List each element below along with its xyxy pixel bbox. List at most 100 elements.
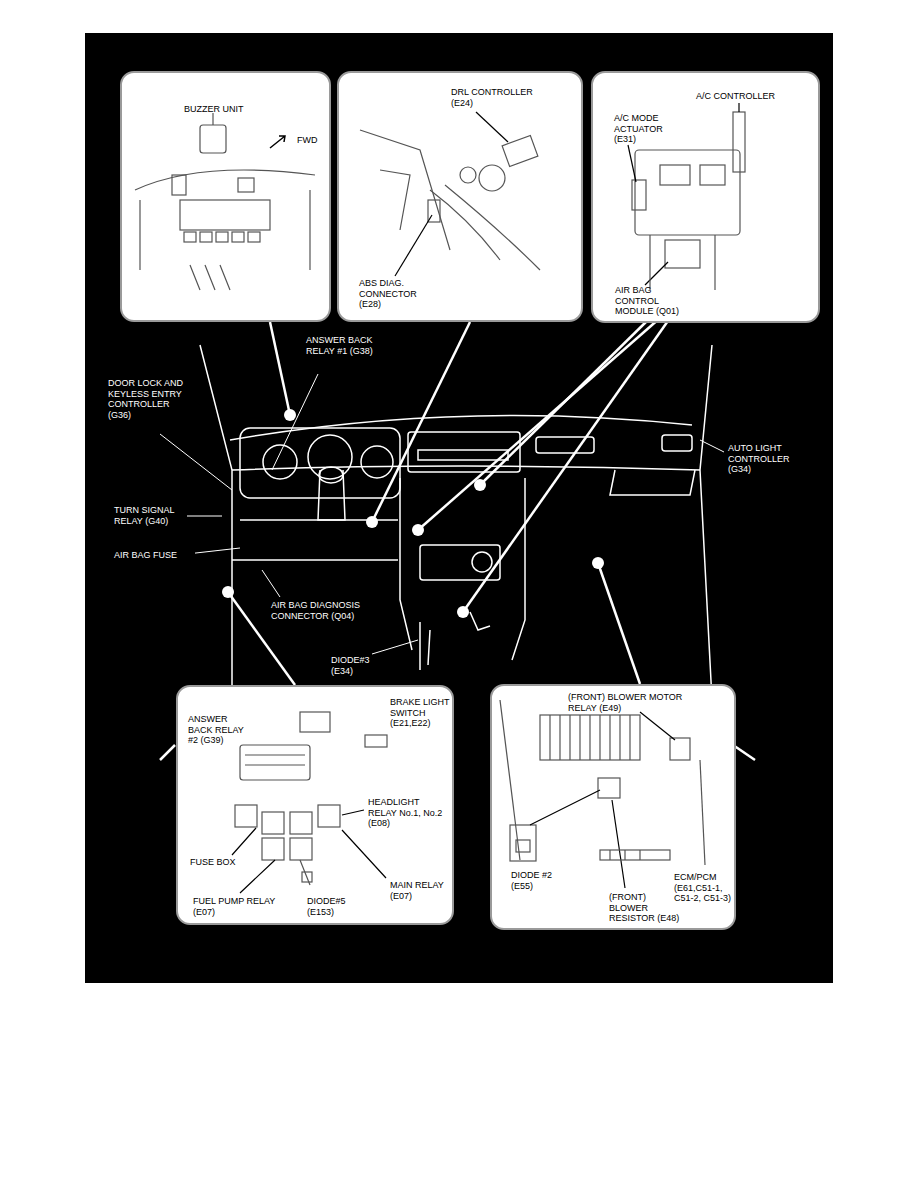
- callout-leader: [598, 563, 640, 684]
- part-label: DIODE#3 (E34): [330, 655, 378, 676]
- relay-sketch: [290, 812, 312, 834]
- buzzer-sketch: [180, 200, 270, 230]
- fuse-block-sketch: [640, 712, 675, 740]
- label-leader: [262, 570, 280, 597]
- part-label: AIR BAG CONTROL MODULE (Q01): [615, 285, 697, 317]
- fuse-block-sketch: [540, 715, 640, 760]
- relay-sketch: [240, 745, 310, 780]
- hvac-sketch: [628, 145, 636, 182]
- buzzer-sketch: [238, 178, 254, 192]
- buzzer-sketch: [248, 232, 260, 242]
- part-label: DOOR LOCK AND KEYLESS ENTRY CONTROLLER (…: [107, 378, 191, 420]
- callout-panel: DRL CONTROLLER (E24)ABS DIAG. CONNECTOR …: [337, 71, 583, 322]
- drl-sketch: [360, 130, 450, 250]
- fuse-block-sketch: [600, 850, 670, 860]
- fuse-block-sketch: [500, 700, 705, 888]
- callout-panel: BUZZER UNIT FWD: [120, 71, 331, 322]
- callout-panel: ANSWER BACK RELAY #2 (G39)BRAKE LIGHT SW…: [176, 685, 454, 925]
- dashboard-outline: [512, 478, 525, 660]
- dashboard-outline: [472, 552, 492, 572]
- callout-panel: A/C CONTROLLERA/C MODE ACTUATOR (E31)AIR…: [591, 71, 820, 323]
- part-label: ANSWER BACK RELAY #1 (G38): [305, 335, 379, 356]
- part-label: ANSWER BACK RELAY #2 (G39): [188, 714, 254, 746]
- drl-sketch: [360, 112, 540, 276]
- buzzer-sketch: [184, 232, 196, 242]
- dashboard-outline: [470, 612, 490, 630]
- buzzer-sketch: [200, 232, 212, 242]
- fuse-block-sketch: [530, 790, 600, 825]
- relay-sketch: [318, 805, 340, 827]
- part-label: MAIN RELAY (E07): [390, 880, 448, 901]
- callout-leader: [418, 318, 660, 530]
- dashboard-outline: [408, 432, 520, 472]
- fuse-block-sketch: [550, 715, 630, 760]
- fuse-block-sketch: [670, 738, 690, 760]
- relay-sketch: [300, 712, 330, 732]
- dashboard-outline: [200, 345, 712, 700]
- part-label: FWD: [297, 135, 327, 146]
- part-label: ECM/PCM (E61,C51-1, C51-2, C51-3): [674, 872, 732, 904]
- relay-sketch: [245, 755, 305, 765]
- relay-sketch: [232, 712, 387, 893]
- buzzer-sketch: [135, 170, 315, 190]
- hvac-sketch: [632, 180, 646, 210]
- part-label: DIODE #2 (E55): [511, 870, 557, 891]
- label-leader: [700, 440, 724, 452]
- dashboard-outline: [662, 435, 692, 451]
- relay-sketch: [262, 838, 284, 860]
- dashboard-outline: [700, 345, 712, 700]
- label-leader: [272, 374, 318, 470]
- dashboard-outline: [318, 470, 345, 520]
- buzzer-sketch: [172, 175, 186, 195]
- callout-leader: [463, 318, 670, 612]
- dashboard-outline: [263, 445, 297, 479]
- dashboard-outline: [610, 470, 695, 495]
- fuse-block-sketch: [516, 840, 530, 852]
- label-leader: [160, 434, 232, 490]
- buzzer-sketch: [212, 113, 213, 125]
- fuse-block-sketch: [700, 760, 705, 865]
- relay-sketch: [290, 838, 312, 860]
- fuse-block-sketch: [610, 850, 640, 860]
- part-label: (FRONT) BLOWER MOTOR RELAY (E49): [568, 692, 686, 713]
- dashboard-outline: [232, 559, 398, 561]
- hvac-sketch: [628, 103, 745, 290]
- part-label: ABS DIAG. CONNECTOR (E28): [359, 278, 431, 310]
- drl-sketch: [380, 170, 410, 230]
- fuse-block-sketch: [598, 778, 620, 798]
- part-label: AIR BAG DIAGNOSIS CONNECTOR (Q04): [270, 600, 364, 621]
- drl-sketch: [479, 165, 505, 191]
- buzzer-sketch: [140, 190, 310, 270]
- relay-sketch: [365, 735, 387, 747]
- dashboard-outline: [400, 478, 412, 650]
- buzzer-sketch: [190, 265, 230, 290]
- dashboard-outline: [200, 345, 232, 700]
- hvac-sketch: [645, 262, 668, 285]
- part-label: AIR BAG FUSE: [113, 550, 195, 561]
- part-label: FUEL PUMP RELAY (E07): [193, 896, 277, 917]
- part-label: A/C CONTROLLER: [696, 91, 796, 102]
- label-leader: [160, 374, 724, 654]
- drl-sketch: [502, 136, 538, 167]
- dashboard-outline: [420, 622, 430, 670]
- label-leader: [372, 640, 418, 654]
- dashboard-outline: [308, 435, 352, 479]
- buzzer-sketch: [232, 232, 244, 242]
- part-label: BUZZER UNIT: [184, 104, 274, 115]
- relay-sketch: [302, 872, 312, 882]
- callout-leader: [372, 322, 470, 522]
- part-label: DIODE#5 (E153): [307, 896, 351, 917]
- dashboard-outline: [232, 466, 700, 470]
- relay-sketch: [232, 810, 386, 893]
- relay-sketch: [235, 805, 257, 827]
- drl-sketch: [430, 185, 540, 270]
- buzzer-sketch: [135, 113, 315, 290]
- hvac-sketch: [635, 150, 740, 235]
- hvac-sketch: [660, 165, 690, 185]
- dashboard-outline: [361, 446, 393, 478]
- callout-leader: [733, 745, 755, 760]
- part-label: TURN SIGNAL RELAY (G40): [113, 505, 187, 526]
- part-label: AUTO LIGHT CONTROLLER (G34): [727, 443, 801, 475]
- drl-sketch: [460, 167, 476, 183]
